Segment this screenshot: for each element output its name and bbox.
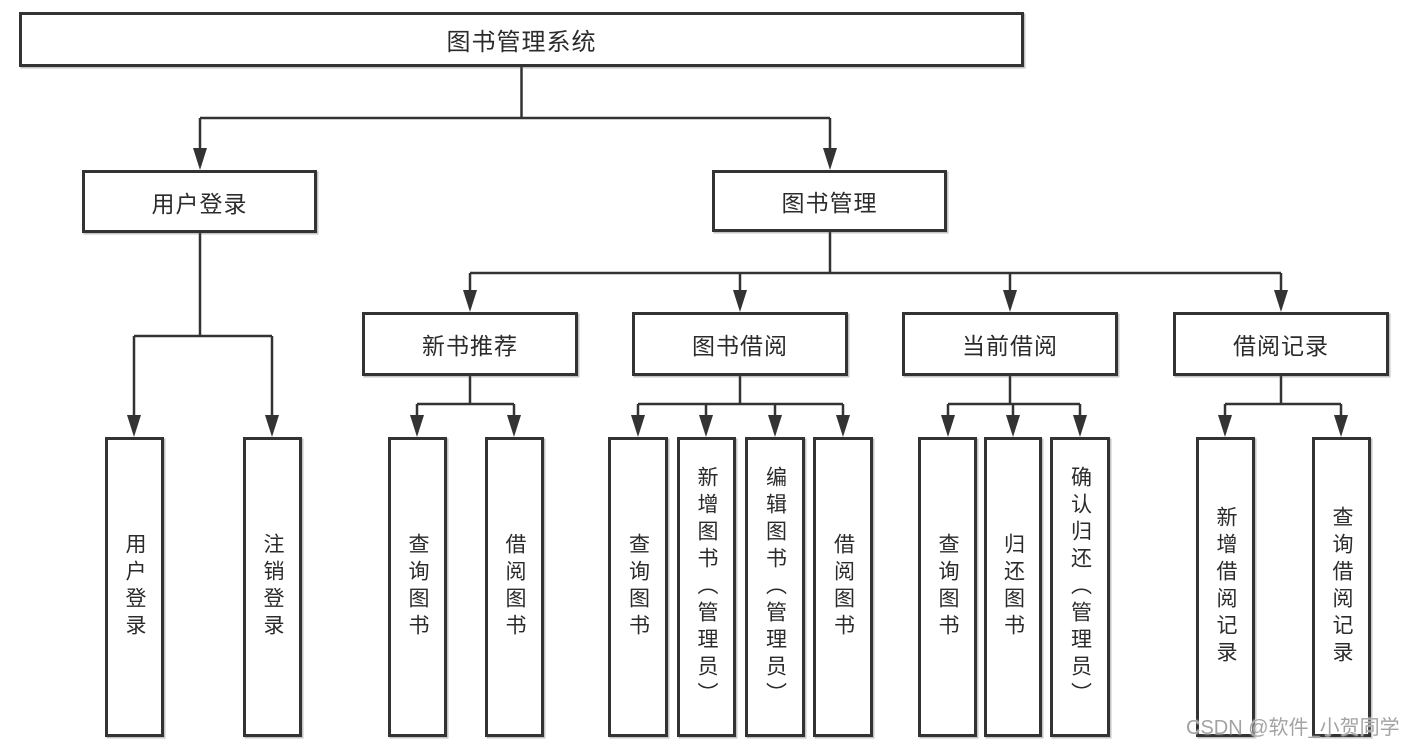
node-label: 当前借阅 bbox=[962, 333, 1058, 359]
leaf-add-books-admin: 新增图书（管理员） bbox=[677, 437, 736, 737]
node-label: 查询图书 bbox=[406, 533, 429, 641]
node-label: 查询图书 bbox=[936, 533, 959, 641]
node-label: 图书管理系统 bbox=[446, 29, 597, 56]
leaf-add-borrow-record: 新增借阅记录 bbox=[1196, 437, 1255, 737]
node-borrow-records: 借阅记录 bbox=[1173, 312, 1389, 376]
node-label: 新增借阅记录 bbox=[1214, 506, 1237, 668]
node-label: 新增图书（管理员） bbox=[695, 465, 718, 709]
node-label: 用户登录 bbox=[151, 190, 248, 217]
node-label: 图书管理 bbox=[781, 190, 878, 216]
node-label: 借阅图书 bbox=[503, 533, 526, 641]
node-label: 用户登录 bbox=[123, 533, 146, 641]
node-label: 新书推荐 bbox=[422, 333, 518, 359]
node-current-borrow: 当前借阅 bbox=[902, 312, 1118, 376]
leaf-borrow-books-recommend: 借阅图书 bbox=[485, 437, 544, 737]
node-label: 归还图书 bbox=[1001, 533, 1025, 641]
node-new-book-recommend: 新书推荐 bbox=[362, 312, 578, 376]
leaf-logout: 注销登录 bbox=[243, 437, 302, 737]
leaf-query-books-recommend: 查询图书 bbox=[388, 437, 447, 737]
node-label: 注销登录 bbox=[261, 533, 284, 641]
leaf-query-borrow-record: 查询借阅记录 bbox=[1312, 437, 1371, 737]
node-label: 查询图书 bbox=[626, 533, 650, 641]
leaf-query-books-current: 查询图书 bbox=[918, 437, 977, 737]
leaf-borrow-books: 借阅图书 bbox=[813, 437, 873, 737]
node-library-management-system: 图书管理系统 bbox=[19, 12, 1024, 67]
node-user-login: 用户登录 bbox=[82, 170, 317, 233]
node-book-borrow: 图书借阅 bbox=[632, 312, 848, 376]
node-label: 确认归还（管理员） bbox=[1068, 465, 1092, 709]
watermark: CSDN @软件_小贺同学 bbox=[1186, 717, 1400, 739]
leaf-edit-books-admin: 编辑图书（管理员） bbox=[745, 437, 805, 737]
node-label: 借阅记录 bbox=[1233, 333, 1329, 359]
node-label: 借阅图书 bbox=[831, 533, 855, 641]
node-label: 图书借阅 bbox=[692, 333, 788, 359]
node-book-management: 图书管理 bbox=[712, 170, 947, 232]
node-label: 编辑图书（管理员） bbox=[763, 465, 787, 709]
leaf-confirm-return-admin: 确认归还（管理员） bbox=[1050, 437, 1110, 737]
leaf-query-books-borrow: 查询图书 bbox=[608, 437, 668, 737]
leaf-user-login: 用户登录 bbox=[105, 437, 164, 737]
leaf-return-books: 归还图书 bbox=[984, 437, 1042, 737]
node-label: 查询借阅记录 bbox=[1330, 506, 1353, 668]
